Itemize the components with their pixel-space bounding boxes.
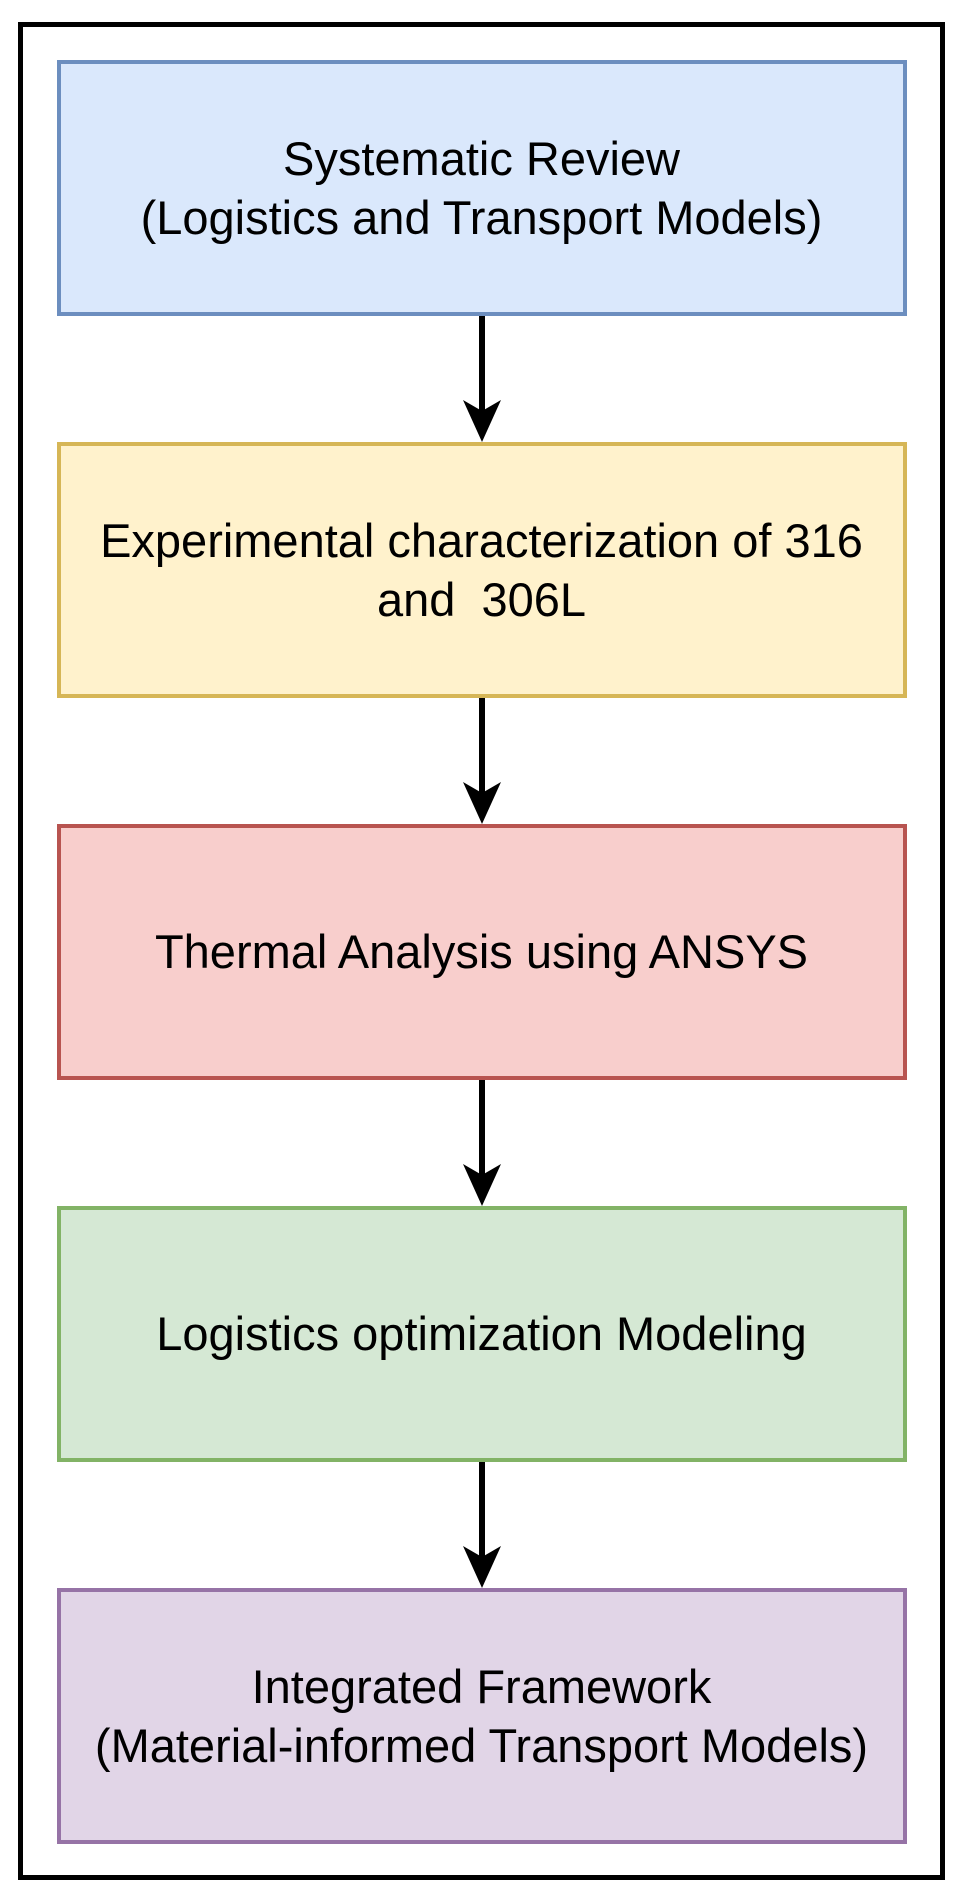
down-arrow-icon [462, 1462, 501, 1588]
diagram-frame: Systematic Review (Logistics and Transpo… [18, 22, 945, 1880]
flow-node-label: Experimental characterization of 316 and… [100, 513, 863, 626]
flow-node-label: Systematic Review (Logistics and Transpo… [140, 131, 823, 244]
flow-node-label: Integrated Framework (Material-informed … [94, 1659, 869, 1772]
flow-node-integrated-framework: Integrated Framework (Material-informed … [56, 1588, 907, 1844]
flow-node-label: Logistics optimization Modeling [156, 1307, 807, 1361]
down-arrow-icon [462, 1080, 501, 1206]
flowchart: Systematic Review (Logistics and Transpo… [23, 27, 940, 1844]
down-arrow-icon [462, 316, 501, 442]
flow-node-thermal-analysis: Thermal Analysis using ANSYS [56, 824, 907, 1080]
flow-node-experimental-characterization: Experimental characterization of 316 and… [56, 442, 907, 698]
flow-node-label: Thermal Analysis using ANSYS [154, 925, 809, 979]
down-arrow-icon [462, 698, 501, 824]
flow-node-logistics-optimization: Logistics optimization Modeling [56, 1206, 907, 1462]
flow-node-systematic-review: Systematic Review (Logistics and Transpo… [56, 60, 907, 316]
